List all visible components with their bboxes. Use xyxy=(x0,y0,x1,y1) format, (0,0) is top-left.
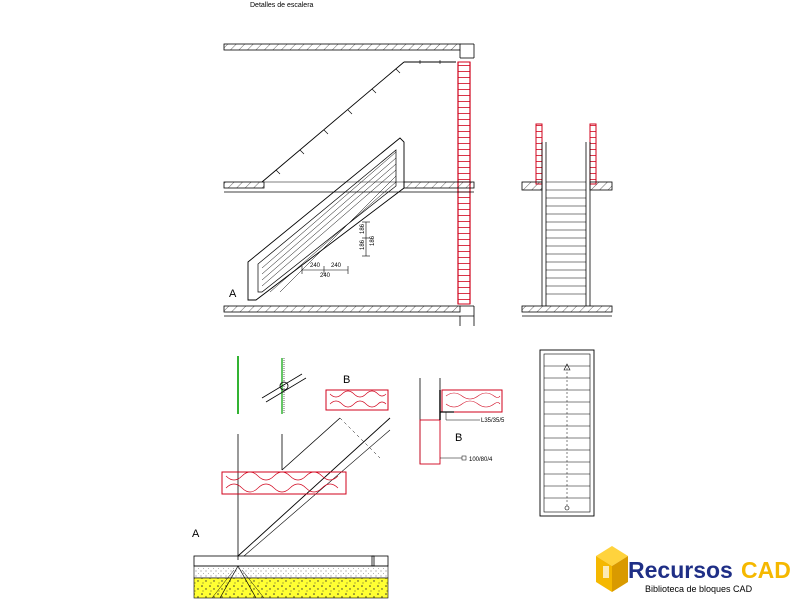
brick-wall xyxy=(457,61,471,305)
logo-subtitle: Biblioteca de bloques CAD xyxy=(645,584,753,594)
plan-view xyxy=(539,349,595,517)
logo-name-part1: Recursos xyxy=(628,557,733,583)
tread-dim-total: 240 xyxy=(320,273,331,279)
upper-flight xyxy=(261,60,456,183)
profile-angle-label: L35/35/5 xyxy=(481,418,505,424)
top-slab xyxy=(223,43,475,59)
bolt-detail xyxy=(237,356,307,414)
lower-flight xyxy=(247,137,405,301)
riser-dim-2: 186 xyxy=(360,223,366,234)
middle-slab xyxy=(223,181,475,193)
tread-dim-2: 240 xyxy=(331,263,342,269)
profile-tube-label: 100/80/4 xyxy=(469,457,493,463)
detail-b-profiles: L35/35/5 100/80/4 B xyxy=(419,378,505,465)
section-view: 240 240 240 186 186 186 A xyxy=(223,43,475,326)
drawing-title: Detalles de escalera xyxy=(250,2,314,9)
tread-dimension: 240 240 240 xyxy=(301,263,349,279)
front-view-treads xyxy=(546,181,586,295)
riser-dim-1: 186 xyxy=(360,239,366,250)
tread-dim-1: 240 xyxy=(310,263,321,269)
bottom-slab xyxy=(223,305,475,326)
detail-label-b: B xyxy=(343,374,350,386)
front-view xyxy=(521,123,613,317)
detail-label-a: A xyxy=(192,528,200,540)
detail-a-stair: A xyxy=(192,417,391,599)
logo-name-part2: CAD xyxy=(741,557,791,583)
start-circle-icon xyxy=(564,505,570,511)
bolt-icon xyxy=(279,381,289,391)
logo-cube-icon xyxy=(596,546,628,592)
section-label-a: A xyxy=(229,288,237,300)
riser-dim-total: 186 xyxy=(370,235,376,246)
tube-marker-icon xyxy=(461,455,467,461)
up-arrow-icon xyxy=(563,363,571,371)
recursoscad-logo: Recursos CAD Biblioteca de bloques CAD xyxy=(596,546,791,594)
riser-dimension: 186 186 186 xyxy=(360,221,376,257)
detail-b-tread: B xyxy=(325,374,389,411)
detail-label-b2: B xyxy=(455,432,462,444)
